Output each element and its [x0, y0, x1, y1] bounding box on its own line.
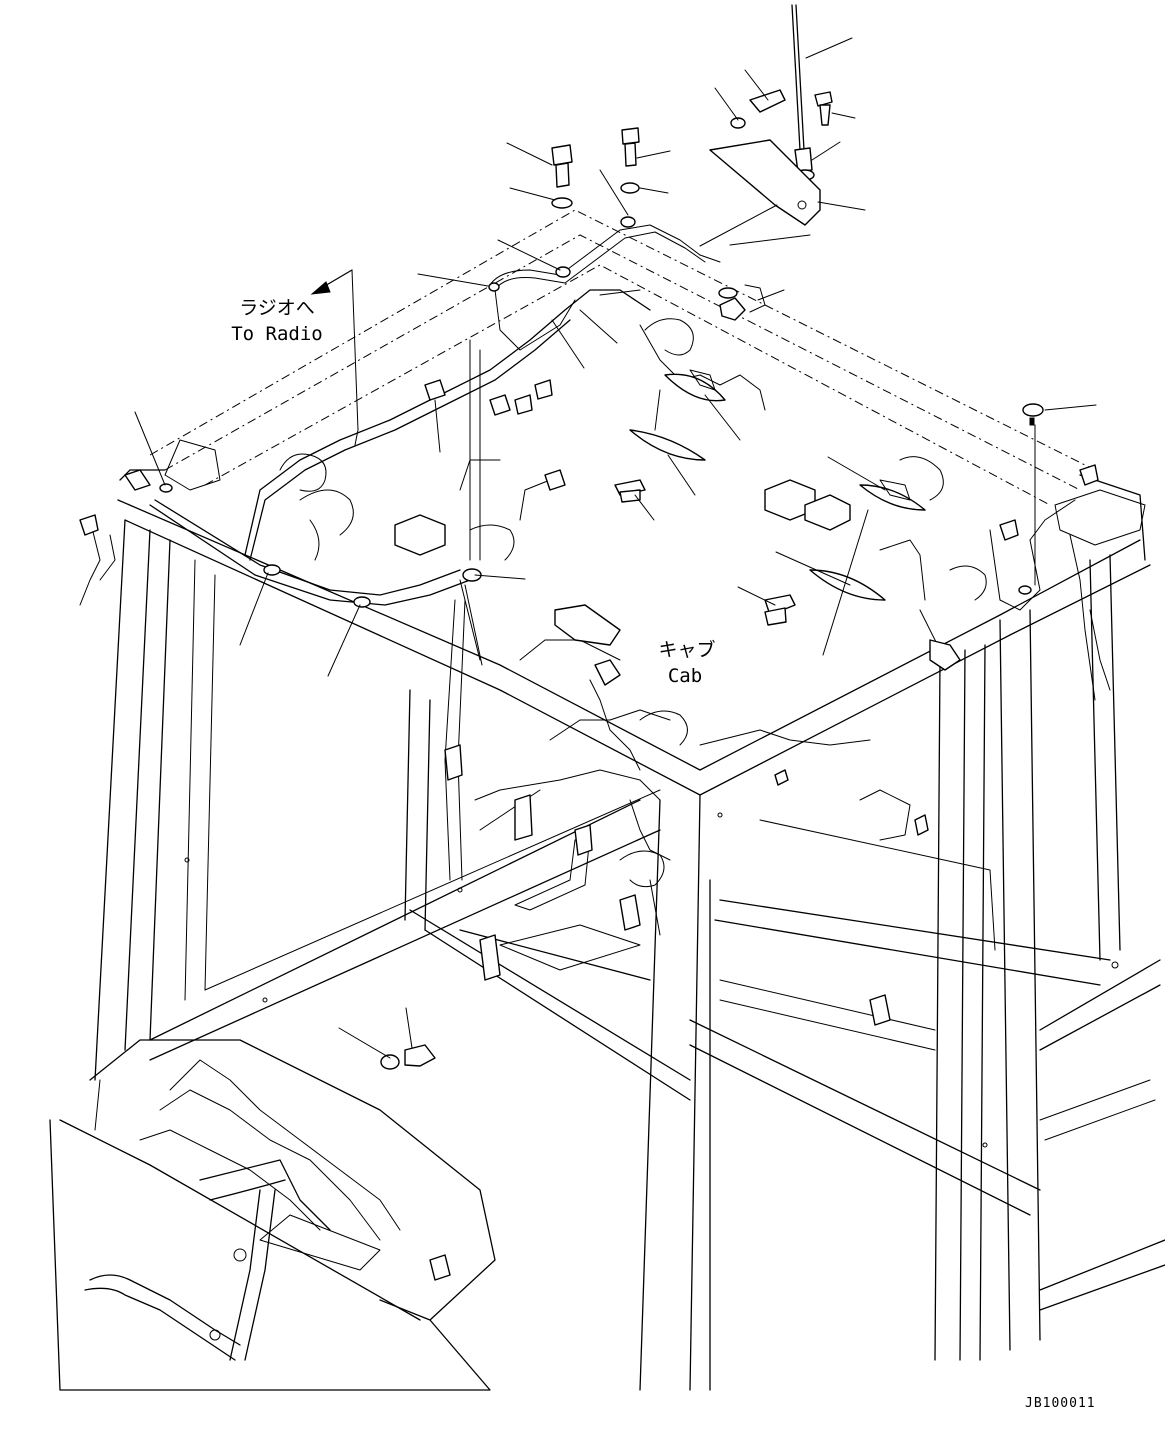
antenna-assembly [709, 4, 833, 321]
drawing-code: JB100011 [1025, 1396, 1096, 1411]
to-radio-label-jp: ラジオへ [239, 297, 315, 319]
cab-frame [94, 519, 1165, 1391]
fasteners [159, 127, 1119, 1148]
to-radio-label-en: To Radio [231, 323, 323, 345]
connectors [79, 379, 1099, 1281]
front-console [49, 1039, 496, 1391]
cab-label-en: Cab [667, 665, 703, 687]
leader-lines [134, 37, 1097, 1059]
cab-label-jp: キャブ [658, 639, 716, 661]
cab-lights [629, 369, 926, 601]
wiring-harness [79, 224, 1111, 936]
